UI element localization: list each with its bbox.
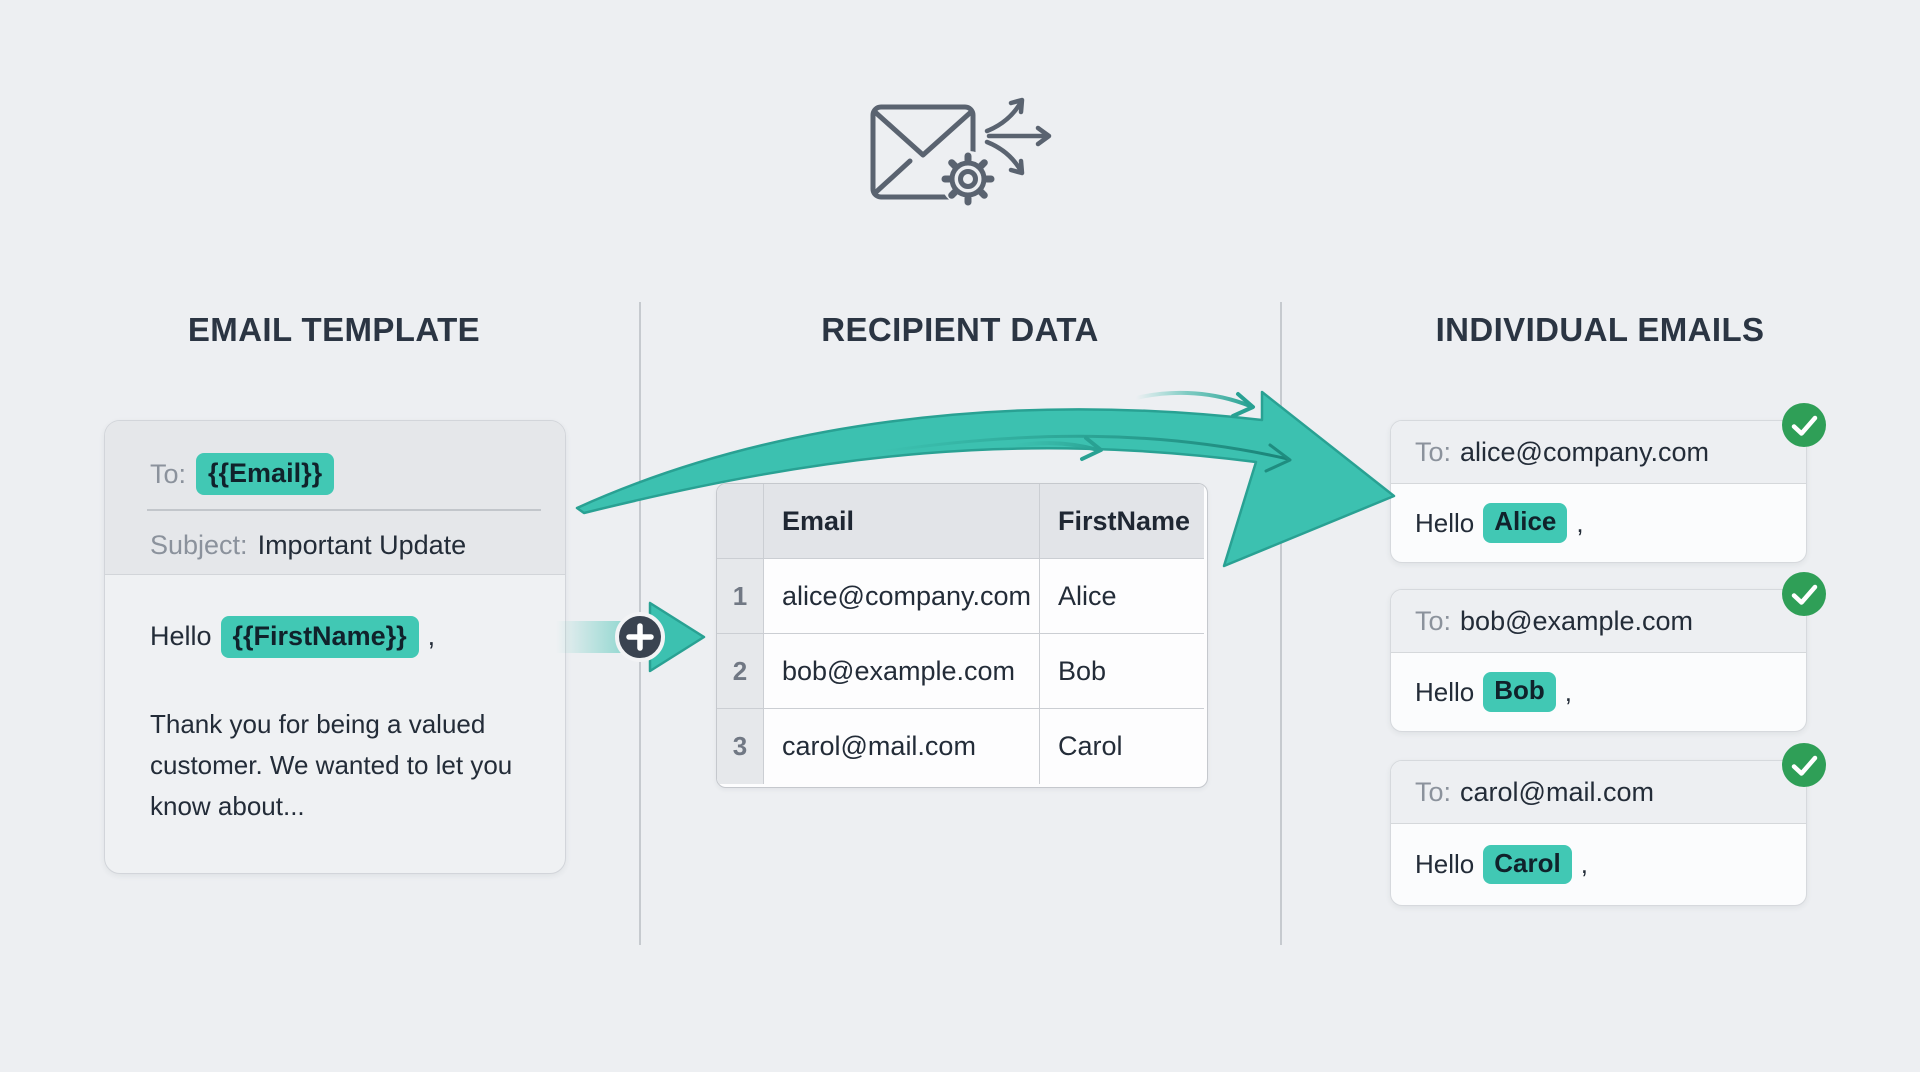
table-corner-cell	[717, 484, 764, 559]
to-value: carol@mail.com	[1460, 776, 1654, 807]
email-template-card: To: {{Email}} Subject: Important Update …	[104, 420, 566, 874]
to-label: To:	[1415, 776, 1452, 807]
merged-name-chip: Alice	[1483, 503, 1568, 543]
individual-email-card: To: bob@example.com Hello Bob ,	[1390, 572, 1826, 732]
table-header-firstname: FirstName	[1040, 484, 1204, 559]
table-cell-firstname: Carol	[1058, 731, 1123, 761]
motion-arrow-mid-head	[1080, 436, 1103, 461]
table-cell-firstname: Bob	[1040, 634, 1204, 709]
recipient-table: Email FirstName 1 alice@company.com Alic…	[716, 483, 1208, 788]
greeting-prefix: Hello	[1415, 507, 1475, 538]
greeting-punctuation: ,	[1564, 676, 1573, 707]
template-greeting: Hello {{FirstName}} ,	[150, 615, 436, 658]
template-header: To: {{Email}} Subject: Important Update	[105, 421, 565, 575]
swoosh-inner-arrowhead	[1264, 443, 1292, 473]
greeting-prefix: Hello	[1415, 676, 1475, 707]
section-title-recipient-data: RECIPIENT DATA	[821, 311, 1099, 348]
email-greeting: Hello Carol ,	[1415, 824, 1796, 905]
to-label: To:	[150, 458, 187, 489]
row-number: 3	[717, 709, 764, 784]
to-label: To:	[1415, 605, 1452, 636]
greeting-punctuation: ,	[1580, 849, 1588, 879]
section-title-individual-emails: INDIVIDUAL EMAILS	[1435, 311, 1765, 348]
to-value: alice@company.com	[1460, 436, 1710, 467]
swoosh-inner-line	[878, 434, 1290, 461]
email-greeting: Hello Bob ,	[1415, 653, 1796, 731]
row-number: 1	[717, 559, 764, 634]
column-divider-left	[639, 302, 641, 945]
table-cell-firstname: Alice	[1040, 559, 1204, 634]
table-cell-email: alice@company.com	[764, 559, 1040, 634]
template-to-row: To: {{Email}}	[150, 449, 335, 499]
greeting-punctuation: ,	[427, 621, 436, 652]
gear-icon	[940, 151, 996, 207]
subject-label: Subject:	[150, 529, 248, 560]
merge-block-arrow	[648, 601, 706, 673]
individual-email-card: To: alice@company.com Hello Alice ,	[1390, 403, 1826, 563]
email-variable-chip: {{Email}}	[196, 452, 335, 496]
check-icon	[1782, 572, 1826, 616]
greeting-punctuation: ,	[1576, 507, 1584, 538]
to-value: bob@example.com	[1460, 605, 1694, 636]
to-label: To:	[1415, 436, 1452, 467]
email-to-row: To: carol@mail.com	[1391, 761, 1806, 824]
table-cell-email: bob@example.com	[764, 634, 1040, 709]
greeting-prefix: Hello	[1415, 849, 1475, 879]
firstname-variable-chip: {{FirstName}}	[220, 615, 419, 658]
motion-arrow-mid	[996, 441, 1100, 452]
email-to-row: To: alice@company.com	[1391, 421, 1806, 484]
motion-arrow-top	[1134, 390, 1252, 408]
check-icon	[1782, 743, 1826, 787]
individual-email-card: To: carol@mail.com Hello Carol ,	[1390, 743, 1826, 906]
column-divider-right	[1280, 302, 1282, 945]
check-icon	[1782, 403, 1826, 447]
header-divider	[147, 509, 541, 511]
greeting-prefix: Hello	[150, 621, 212, 652]
template-body: Hello {{FirstName}} , Thank you for bein…	[105, 576, 565, 874]
table-cell-email: carol@mail.com	[764, 709, 1040, 784]
table-header-email: Email	[764, 484, 1040, 559]
subject-value: Important Update	[257, 529, 467, 560]
merged-name-chip: Bob	[1483, 672, 1556, 712]
row-number: 2	[717, 634, 764, 709]
fan-arrows-icon	[984, 97, 1052, 176]
email-to-row: To: bob@example.com	[1391, 590, 1806, 653]
template-body-text: Thank you for being a valued customer. W…	[150, 708, 513, 821]
merge-stripe	[556, 621, 630, 653]
mail-send-icon	[870, 97, 1052, 207]
merged-name-chip: Carol	[1483, 844, 1572, 885]
motion-arrow-top-head	[1231, 392, 1255, 418]
template-subject-row: Subject: Important Update	[150, 525, 466, 565]
email-greeting: Hello Alice ,	[1415, 484, 1796, 562]
section-title-email-template: EMAIL TEMPLATE	[187, 311, 481, 348]
